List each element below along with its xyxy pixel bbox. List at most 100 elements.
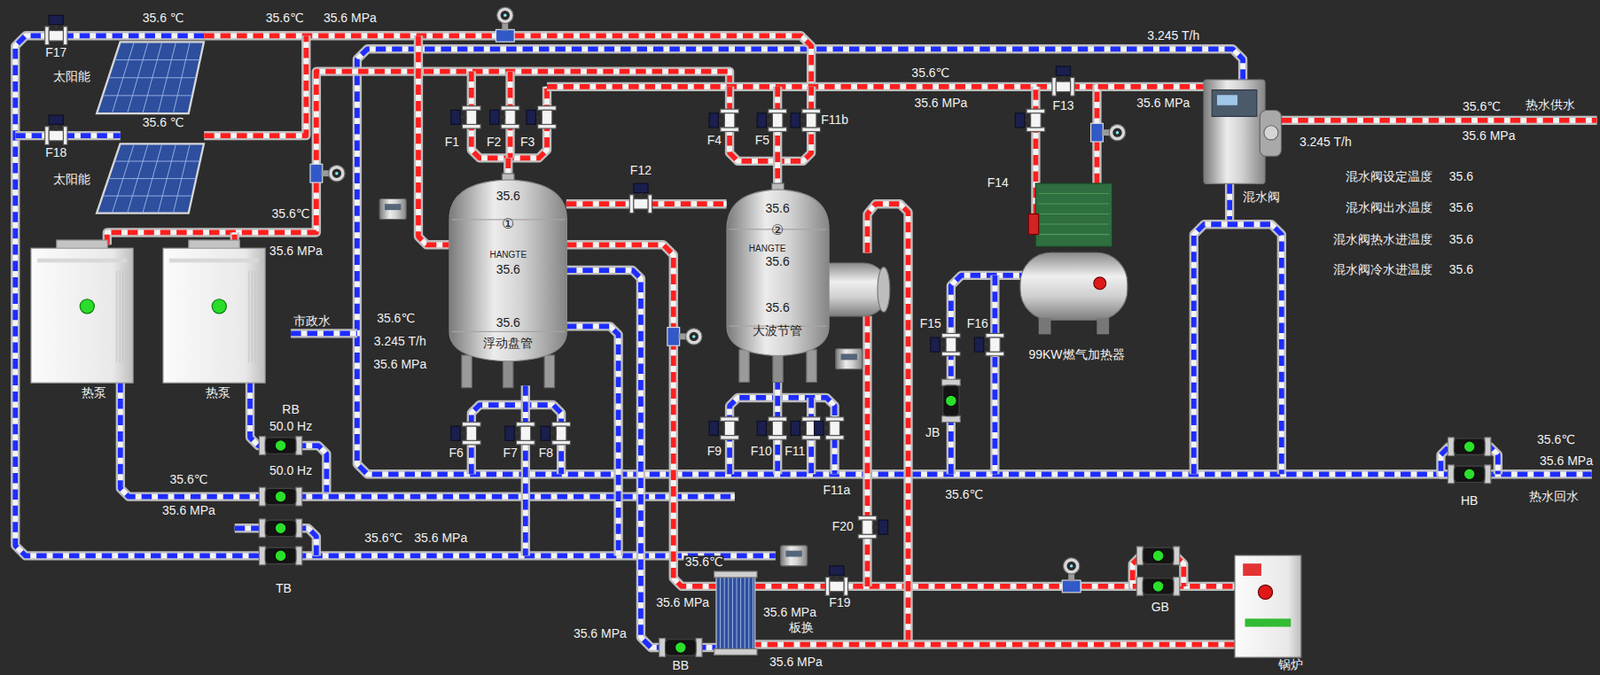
pipe-flow: [290, 331, 358, 337]
pipe-flow: [15, 35, 266, 556]
pump-body: [1142, 578, 1174, 595]
reading-label: 35.6 MPa: [372, 358, 428, 372]
heatpump-grille: [248, 270, 250, 363]
cold-pipe: [1229, 183, 1231, 225]
valve-body: [541, 109, 553, 125]
pump-symbol: [1136, 546, 1179, 566]
reading-label: 35.6: [1448, 263, 1475, 277]
reading-label: 35.6 MPa: [1135, 97, 1191, 111]
reading-label: F16: [966, 317, 990, 331]
valve-flange: [538, 106, 557, 111]
pipe-casing: [471, 71, 547, 159]
pump-status: [1152, 581, 1164, 594]
pump-flange: [1484, 437, 1491, 457]
pump-status: [1463, 441, 1476, 453]
pump-symbol: [1136, 577, 1179, 597]
plate-sheet: [724, 577, 726, 650]
valve-symbol: [825, 566, 848, 596]
pipe-core: [15, 35, 266, 556]
reading-label: 35.6 MPa: [762, 606, 818, 620]
pipe-casing: [505, 71, 515, 159]
flowmeter-body: [1061, 580, 1081, 594]
reading-label: F10: [749, 444, 773, 459]
pump-flange: [1447, 437, 1454, 457]
cold-pipe: [524, 385, 526, 556]
valve-actuator: [814, 421, 824, 436]
pipe-core: [290, 331, 358, 337]
reading-label: 35.6℃: [1461, 100, 1502, 114]
pipe-casing: [15, 35, 266, 556]
pump-status: [274, 522, 287, 535]
valve-actuator: [48, 15, 63, 24]
reading-label: F4: [706, 133, 723, 148]
valve-flange: [843, 577, 849, 597]
pipe-core: [774, 86, 781, 187]
solar-grid: [114, 59, 201, 61]
reading-label: 35.6 ℃: [141, 11, 186, 25]
flowmeter-dial: [1067, 561, 1077, 571]
pipe-flow: [15, 132, 121, 139]
reading-label: 35.6 MPa: [572, 627, 628, 641]
valve-flange: [720, 436, 740, 441]
reading-label: 35.6: [1448, 233, 1475, 247]
hot-pipe: [566, 244, 717, 587]
reading-label: 35.6 ℃: [141, 117, 186, 131]
flowmeter-body: [495, 29, 515, 42]
pump-status: [274, 491, 287, 503]
heatpump-body: [163, 248, 266, 383]
valve-symbol: [858, 515, 888, 539]
pipe-flow: [522, 385, 529, 556]
valve-body: [520, 426, 531, 441]
flowmeter-dot: [1069, 564, 1073, 568]
node-text: 太阳能: [53, 70, 91, 85]
pump-symbol: [258, 546, 302, 566]
pipe-core: [755, 584, 1143, 590]
heatpump-body: [31, 248, 133, 383]
pipe-casing: [1194, 224, 1282, 475]
reading-label: 35.6 MPa: [1538, 455, 1594, 469]
actuator-symbol: [780, 546, 808, 567]
storage-tank: 35.6①HANGTE35.635.6浮动盘管: [449, 173, 567, 389]
valve-body: [829, 421, 841, 436]
reading-label: F19: [827, 597, 851, 611]
boiler-body: [1234, 555, 1302, 658]
pump-flange: [296, 437, 303, 456]
flowmeter-dot: [335, 171, 338, 175]
valve-actuator: [633, 183, 648, 193]
pipe-flow: [120, 382, 266, 498]
valve-actuator: [709, 113, 719, 128]
valve-body: [990, 337, 1001, 352]
valve-body: [555, 426, 567, 441]
pipe-casing: [1281, 116, 1598, 125]
solar-panel: [96, 41, 204, 114]
pipe-flow: [951, 275, 1026, 475]
valve-flange: [45, 126, 50, 146]
pipe-core: [1194, 224, 1282, 475]
pipe-flow: [471, 405, 562, 475]
heatpump-grille: [251, 270, 253, 363]
flowmeter-body: [310, 163, 323, 183]
heatpump-band: [36, 257, 126, 263]
valve-body: [945, 337, 957, 352]
plate-sheet: [740, 577, 742, 650]
table-cell: 混水阀冷水进温度: [1332, 263, 1434, 277]
valve-flange: [985, 333, 1005, 338]
valve-flange: [802, 109, 821, 114]
pipe-casing: [990, 275, 1000, 475]
pipe-flow: [1194, 224, 1282, 475]
cold-pipe: [994, 275, 996, 475]
flowmeter-head: [1108, 124, 1125, 141]
valve-symbol: [709, 109, 739, 132]
cold-pipe: [566, 326, 619, 556]
valve-flange: [1052, 77, 1057, 96]
heatpump-status: [79, 298, 94, 313]
reading-label: 35.6℃: [375, 312, 416, 327]
valve-actuator: [790, 421, 800, 436]
cold-pipe: [1194, 224, 1282, 475]
reading-label: F20: [831, 520, 855, 534]
reading-label: JB: [924, 427, 941, 441]
actuator-plate: [841, 353, 858, 360]
reading-label: F11a: [822, 483, 852, 498]
pipe-casing: [15, 131, 121, 141]
